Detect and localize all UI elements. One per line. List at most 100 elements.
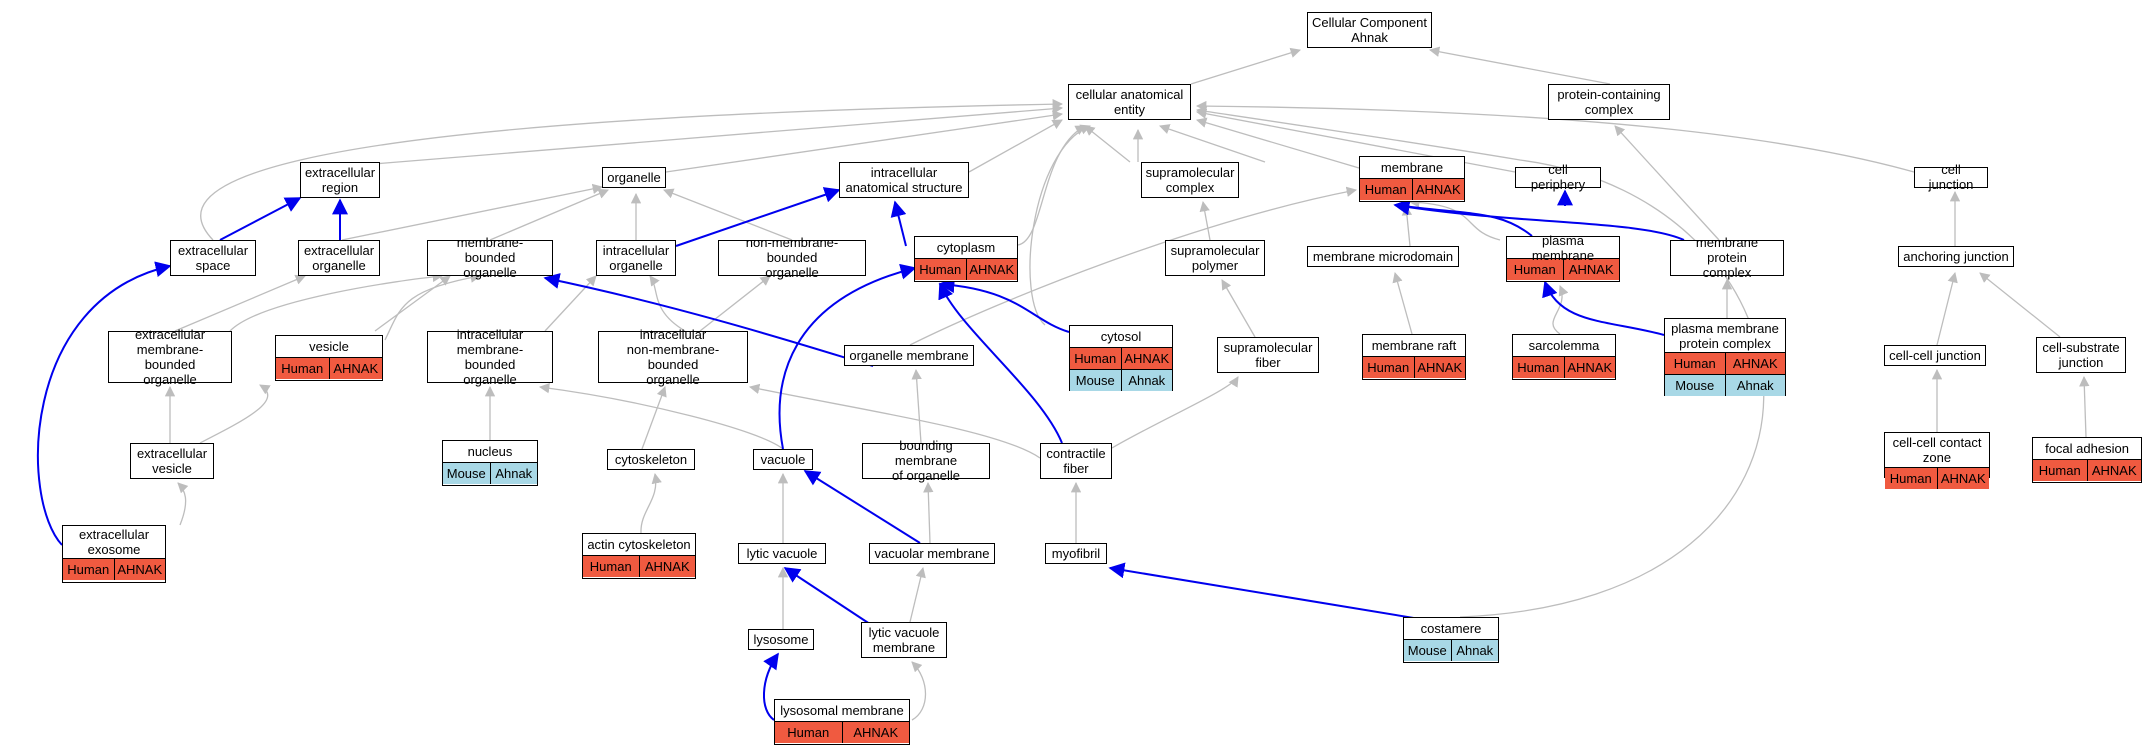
edge-gray [923,481,934,544]
node-label: lysosome [753,631,809,647]
edge-gray [1392,271,1413,335]
edge-blue [1542,280,1665,336]
gene-cell: AHNAK [1562,259,1620,280]
node-label: extracellular space [177,242,249,273]
node-root[interactable]: Cellular Component Ahnak [1307,12,1432,48]
node-vacmem[interactable]: vacuolar membrane [869,543,995,564]
node-vacuole[interactable]: vacuole [753,449,813,470]
species-cell: Human [589,559,632,574]
species-cell: Mouse [1407,643,1447,658]
node-label: cytoskeleton [614,451,688,467]
node-celljunc[interactable]: cell junction [1914,162,1988,192]
edge-gray [649,275,686,332]
node-label: extracellular organelle [303,242,375,273]
node-mpc[interactable]: membrane protein complex [1670,235,1784,280]
edge-blue [938,282,1063,444]
node-cellper[interactable]: cell periphery [1515,162,1601,192]
gene-cell: AHNAK [113,559,166,580]
node-cytoskel[interactable]: cytoskeleton [607,449,695,470]
edge-gray [663,188,793,241]
edge-gray [909,186,1358,346]
node-ias[interactable]: intracellular anatomical structure [839,162,969,198]
node-pcc[interactable]: protein-containing complex [1548,84,1670,120]
edge-gray [1195,108,1516,173]
node-lvm[interactable]: lytic vacuole membrane [861,622,947,658]
node-inmbo[interactable]: intracellular non-membrane-bounded organ… [598,327,748,387]
node-imbo[interactable]: intracellular membrane-bounded organelle [427,327,553,387]
gene-cell: AHNAK [2086,460,2142,481]
node-supfib[interactable]: supramolecular fiber [1217,337,1319,373]
edge-gray [911,368,922,444]
node-nmbo[interactable]: non-membrane-bounded organelle [718,235,866,280]
node-lysosome[interactable]: lysosome [748,629,814,650]
node-label: extracellular vesicle [136,445,208,476]
species-cell: Mouse [1675,378,1715,393]
species-cell: Mouse [446,466,486,481]
node-label: lytic vacuole membrane [868,624,940,655]
node-intorg[interactable]: intracellular organelle [596,240,676,276]
node-exspace[interactable]: extracellular space [170,240,256,276]
node-label: organelle [607,169,661,185]
node-memmicro[interactable]: membrane microdomain [1307,246,1459,267]
edge-gray [384,272,482,341]
node-ccj[interactable]: cell-cell junction [1884,345,1986,366]
edge-gray [968,119,1063,173]
node-label: cell junction [1928,162,1974,192]
node-lytvac[interactable]: lytic vacuole [738,543,826,564]
edge-gray [489,188,609,241]
node-label: extracellular exosome [78,527,150,557]
node-exmbo[interactable]: extracellular membrane-bounded organelle [108,327,232,387]
node-exreg[interactable]: extracellular region [300,162,380,198]
node-suppoly[interactable]: supramolecular polymer [1165,240,1265,276]
node-csj[interactable]: cell-substrate junction [2036,337,2126,373]
edge-gray [1195,100,1915,173]
node-bmo[interactable]: bounding membrane of organelle [862,438,990,483]
edge-gray [1017,125,1086,246]
node-exves[interactable]: extracellular vesicle [130,443,214,479]
gene-cell: AHNAK [841,722,910,743]
edge-gray [911,661,926,721]
gene-cell: AHNAK [1724,353,1786,374]
node-anchor[interactable]: anchoring junction [1898,246,2014,267]
edge-blue [219,197,302,241]
species-cell: Human [1364,182,1407,197]
gene-cell: AHNAK [638,556,696,577]
node-supcx[interactable]: supramolecular complex [1141,162,1239,198]
species-cell: Human [787,725,830,740]
edge-gray [1199,200,1211,241]
node-orgmem[interactable]: organelle membrane [844,345,974,366]
node-contfib[interactable]: contractile fiber [1040,443,1112,479]
node-myofibril[interactable]: myofibril [1045,543,1107,564]
node-mbo[interactable]: membrane-bounded organelle [427,235,553,280]
node-cae[interactable]: cellular anatomical entity [1068,84,1191,120]
node-label: cell-cell junction [1889,347,1981,363]
edge-gray [1221,279,1256,338]
node-exorg[interactable]: extracellular organelle [298,240,380,276]
gene-cell: AHNAK [328,358,383,379]
edge-gray [1979,272,2061,338]
node-organelle[interactable]: organelle [602,167,666,188]
edge-gray [299,103,1064,171]
edge-blue [1393,198,1533,237]
edge-gray [177,482,189,526]
